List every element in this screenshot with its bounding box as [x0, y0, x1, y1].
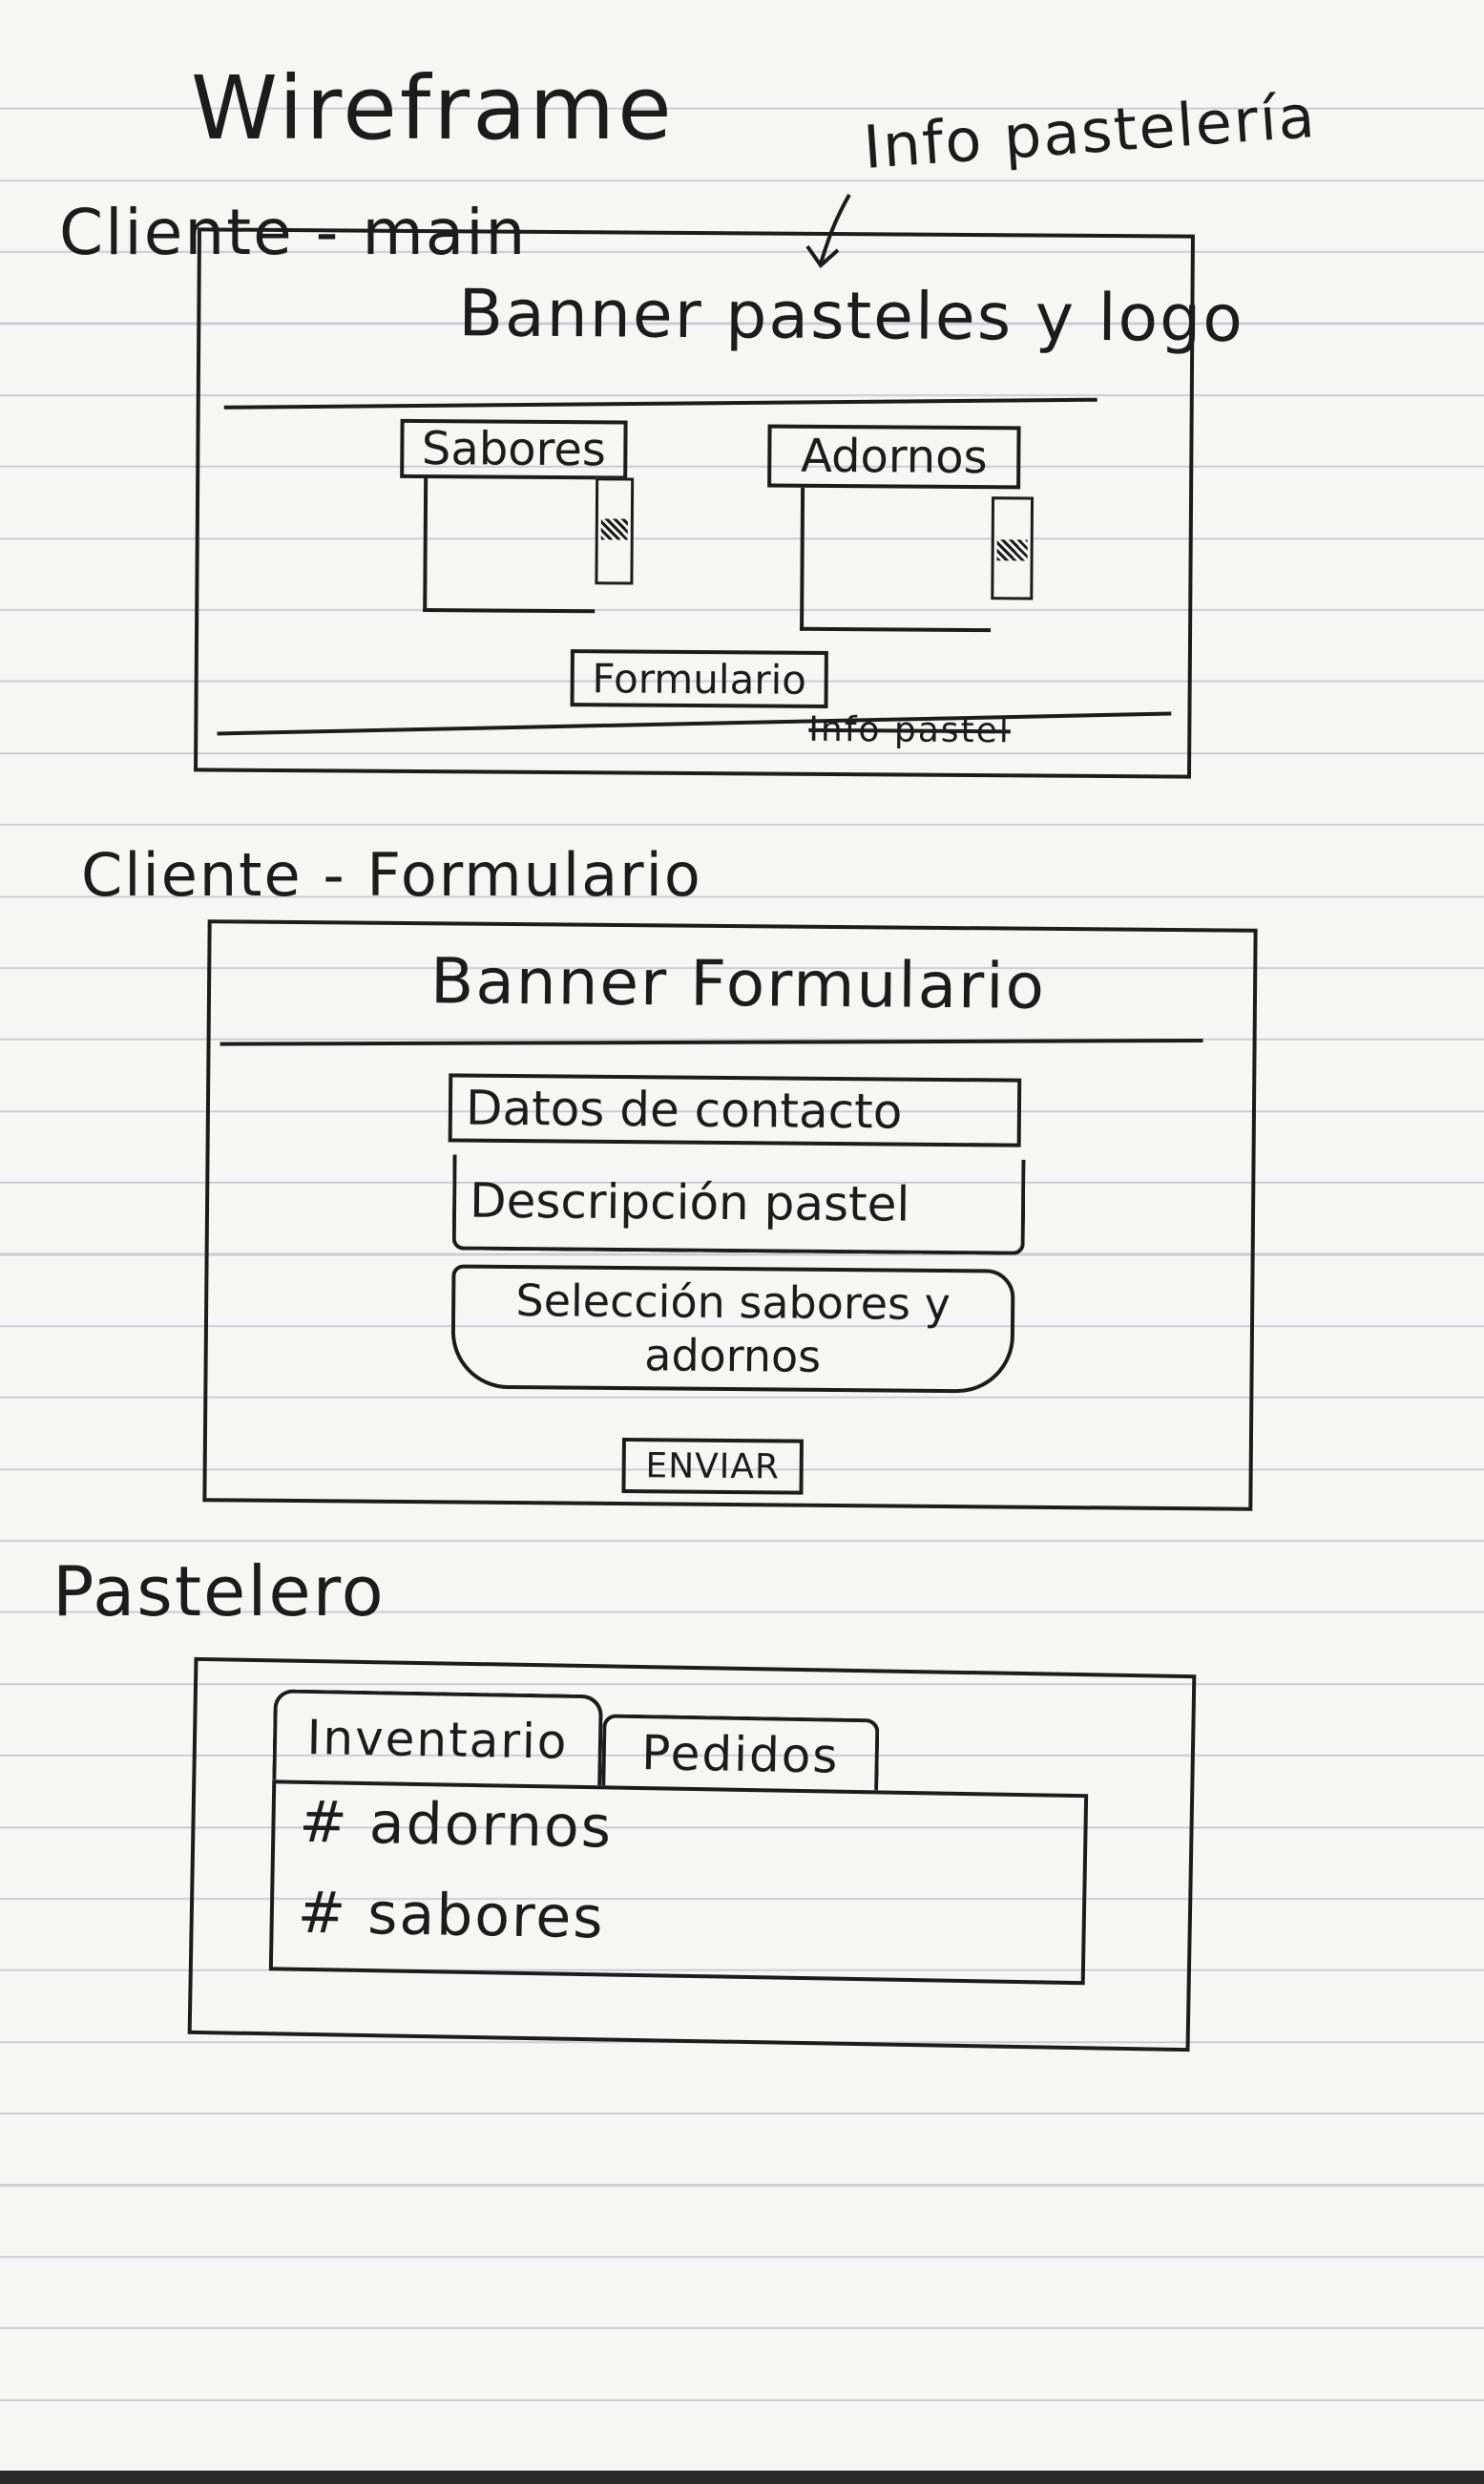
main-banner-divider: [223, 397, 1097, 410]
main-banner-text: Banner pasteles y logo: [458, 276, 1245, 358]
decorations-list-header: Adornos: [767, 424, 1021, 490]
main-footer-divider: [217, 711, 1172, 736]
inventory-panel: # adornos # sabores: [268, 1779, 1089, 1986]
footer-struck-note: Info pastel: [808, 709, 1011, 751]
decorations-scrollbar[interactable]: [991, 496, 1035, 600]
form-banner-text: Banner Formulario: [429, 944, 1047, 1023]
tab-inventory[interactable]: Inventario: [272, 1689, 603, 1786]
form-banner-divider: [219, 1039, 1203, 1046]
form-screen-heading: Cliente - Formulario: [81, 840, 702, 910]
flavor-decoration-selection-field[interactable]: Selección sabores y adornos: [450, 1264, 1015, 1394]
tab-orders[interactable]: Pedidos: [601, 1714, 880, 1791]
baker-screen-heading: Pastelero: [52, 1551, 386, 1631]
send-button[interactable]: ENVIAR: [621, 1438, 804, 1495]
form-link-button[interactable]: Formulario: [570, 649, 828, 708]
inventory-row-flavors: # sabores: [297, 1879, 606, 1952]
annotation-arrow-icon: [805, 194, 851, 268]
contact-data-field[interactable]: Datos de contacto: [448, 1073, 1022, 1147]
main-screen-heading: Cliente - main: [59, 196, 528, 269]
cake-description-field[interactable]: Descripción pastel: [451, 1154, 1026, 1255]
page-title: Wireframe: [191, 57, 675, 159]
flavors-list-header: Sabores: [400, 418, 628, 480]
baker-screen-frame: Inventario Pedidos # adornos # sabores: [187, 1656, 1197, 2052]
flavors-scrollbar[interactable]: [595, 477, 635, 585]
page-edge: [0, 2471, 1484, 2484]
flavors-list[interactable]: [423, 478, 596, 614]
decorations-scroll-thumb[interactable]: [996, 539, 1028, 561]
decorations-list[interactable]: [800, 487, 993, 633]
info-annotation: Info pastelería: [861, 80, 1319, 182]
flavors-scroll-thumb[interactable]: [600, 518, 628, 540]
main-screen-frame: Banner pasteles y logo Sabores Adornos F…: [194, 227, 1244, 779]
inventory-row-decorations: # adornos: [298, 1788, 614, 1862]
form-screen-frame: Banner Formulario Datos de contacto Desc…: [202, 919, 1258, 1511]
